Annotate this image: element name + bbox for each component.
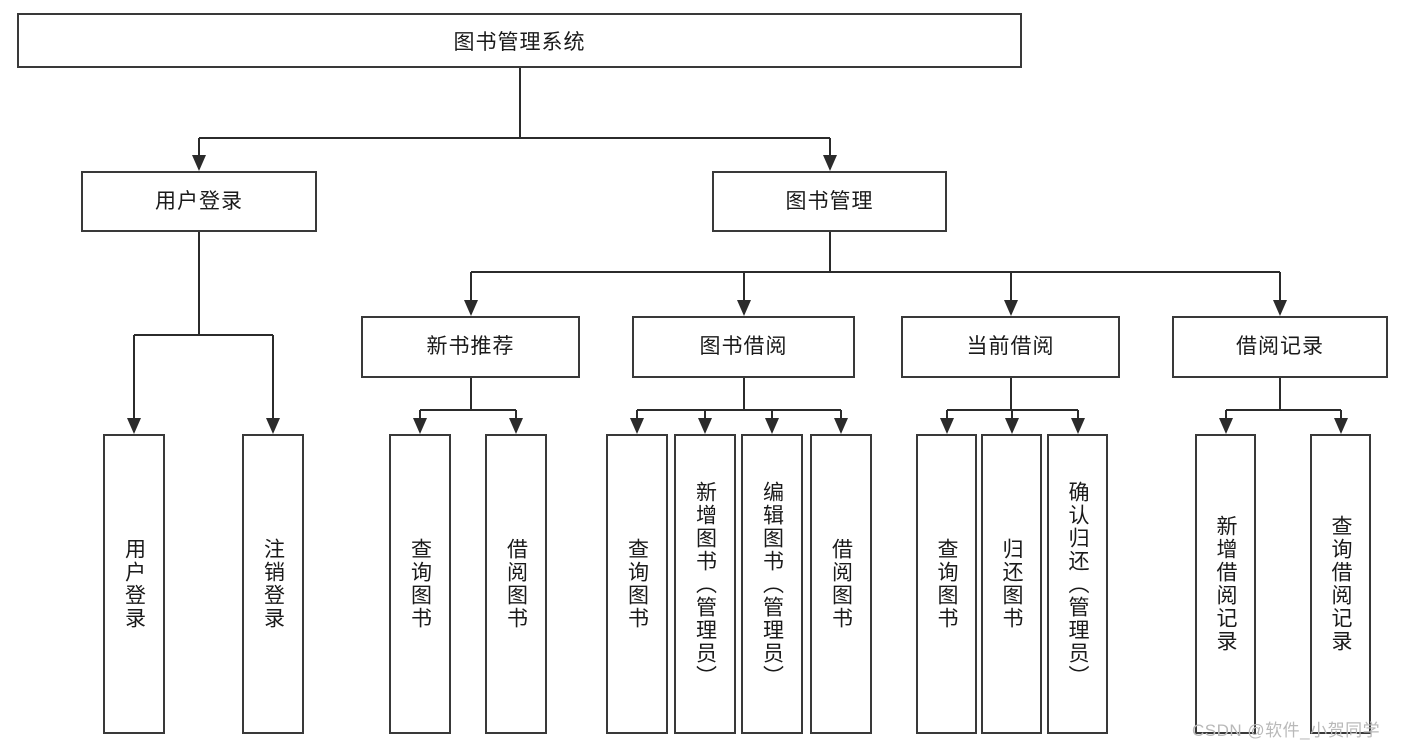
arrow-head-icon [1273,300,1287,316]
node-label: 借阅图书 [829,538,853,630]
node-leaf-edit-book-admin[interactable]: 编辑图书（管理员） [741,434,803,734]
connector-line [1279,378,1281,410]
csdn-watermark: CSDN @软件_小贺同学 [1192,721,1381,740]
connector-line [1009,272,1012,314]
node-leaf-add-borrowing-record[interactable]: 新增借阅记录 [1195,434,1256,734]
node-leaf-return-books[interactable]: 归还图书 [981,434,1042,734]
node-borrowing-records[interactable]: 借阅记录 [1172,316,1388,378]
node-leaf-confirm-return-admin[interactable]: 确认归还（管理员） [1047,434,1108,734]
arrow-head-icon [1070,418,1085,434]
node-leaf-borrow-books-borrowing[interactable]: 借阅图书 [810,434,872,734]
node-user-login[interactable]: 用户登录 [81,171,317,232]
arrow-head-icon [1004,418,1019,434]
node-label: 借阅图书 [504,538,528,630]
connector-line [420,409,516,411]
node-label: 新增借阅记录 [1214,515,1237,653]
connector-line [742,378,745,410]
arrow-head-icon [266,418,280,434]
connector-line [1009,378,1012,410]
node-label: 图书管理 [785,189,874,213]
connector-line [469,378,472,410]
node-leaf-query-books-current[interactable]: 查询图书 [916,434,977,734]
arrow-head-icon [509,418,523,434]
arrow-head-icon [834,418,848,434]
arrow-head-icon [822,155,837,171]
node-leaf-query-borrowing-record[interactable]: 查询借阅记录 [1310,434,1371,734]
node-book-management[interactable]: 图书管理 [712,171,947,232]
node-label: 查询图书 [408,538,432,630]
arrow-head-icon [413,418,427,434]
arrow-head-icon [127,418,141,434]
node-label: 新增图书（管理员） [693,480,717,688]
connector-line [199,137,830,139]
node-label: 编辑图书（管理员） [760,480,784,688]
connector-line [637,409,841,411]
connector-line [134,334,273,336]
node-label: 用户登录 [155,189,243,213]
connector-line [469,272,472,314]
node-book-borrowing[interactable]: 图书借阅 [632,316,855,378]
arrow-head-icon [1333,418,1348,434]
node-new-book-recommendation[interactable]: 新书推荐 [361,316,580,378]
node-label: 借阅记录 [1236,335,1324,359]
connector-line [272,335,274,432]
connector-line [470,271,1280,273]
node-label: 注销登录 [261,538,285,630]
node-label: 归还图书 [1000,538,1023,630]
arrow-head-icon [1003,300,1018,316]
node-leaf-query-books-recommend[interactable]: 查询图书 [389,434,451,734]
node-leaf-logout[interactable]: 注销登录 [242,434,304,734]
arrow-head-icon [1218,418,1233,434]
connector-line [133,335,135,432]
node-root-book-management-system[interactable]: 图书管理系统 [17,13,1022,68]
arrow-head-icon [698,418,712,434]
node-label: 新书推荐 [426,335,515,359]
connector-line [1225,409,1341,411]
connector-line [828,138,831,169]
node-label: 确认归还（管理员） [1066,480,1089,688]
node-label: 图书借阅 [699,335,788,359]
connector-line [1279,272,1281,314]
arrow-head-icon [939,418,954,434]
node-leaf-user-login[interactable]: 用户登录 [103,434,165,734]
arrow-head-icon [463,300,478,316]
node-current-borrowing[interactable]: 当前借阅 [901,316,1120,378]
node-label: 当前借阅 [966,335,1055,359]
node-leaf-add-book-admin[interactable]: 新增图书（管理员） [674,434,736,734]
node-label: 图书管理系统 [453,30,586,54]
connector-line [518,68,521,138]
connector-line [742,272,745,314]
connector-line [198,138,200,169]
arrow-head-icon [192,155,206,171]
node-leaf-query-books-borrowing[interactable]: 查询图书 [606,434,668,734]
node-label: 查询借阅记录 [1329,515,1352,653]
connector-line [828,232,831,272]
connector-line [198,232,200,335]
node-leaf-borrow-books-recommend[interactable]: 借阅图书 [485,434,547,734]
node-label: 查询图书 [625,538,649,630]
arrow-head-icon [630,418,644,434]
arrow-head-icon [765,418,779,434]
node-label: 查询图书 [935,538,958,630]
arrow-head-icon [736,300,751,316]
node-label: 用户登录 [122,538,146,630]
